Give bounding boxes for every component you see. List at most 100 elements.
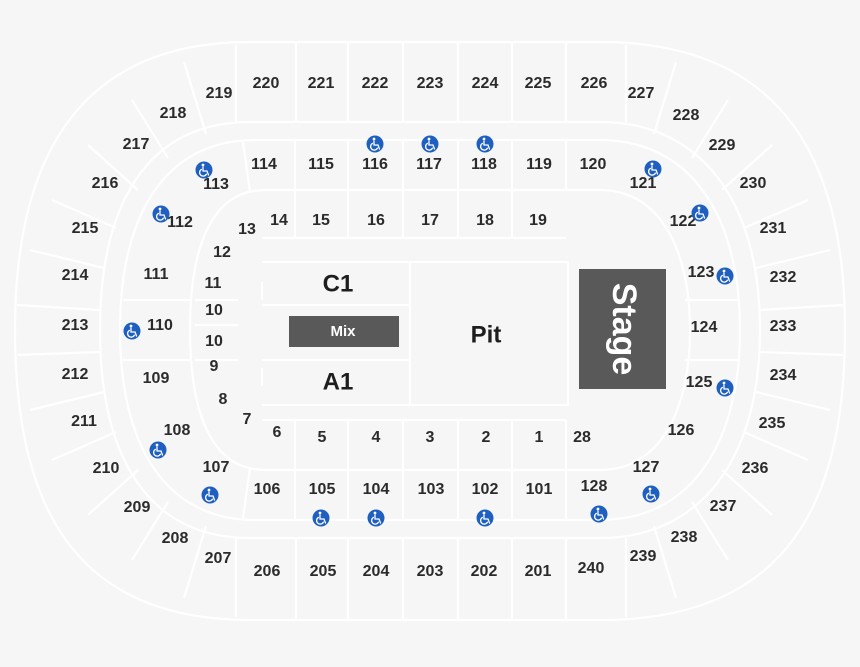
section-upper-230[interactable]: 230 bbox=[740, 175, 767, 192]
section-lower-121[interactable]: 121 bbox=[630, 175, 657, 192]
section-upper-210[interactable]: 210 bbox=[93, 460, 120, 477]
section-upper-209[interactable]: 209 bbox=[124, 499, 151, 516]
section-floor-3[interactable]: 3 bbox=[426, 429, 435, 446]
section-upper-221[interactable]: 221 bbox=[308, 75, 335, 92]
section-upper-211[interactable]: 211 bbox=[71, 413, 97, 430]
section-floor-10[interactable]: 10 bbox=[205, 333, 223, 350]
section-upper-222[interactable]: 222 bbox=[362, 75, 389, 92]
section-lower-110[interactable]: 110 bbox=[147, 317, 173, 334]
section-lower-108[interactable]: 108 bbox=[164, 422, 191, 439]
section-floor-16[interactable]: 16 bbox=[367, 212, 385, 229]
section-lower-107[interactable]: 107 bbox=[203, 459, 230, 476]
section-upper-215[interactable]: 215 bbox=[72, 220, 99, 237]
pit-label[interactable]: Pit bbox=[471, 321, 502, 348]
accessibility-icons bbox=[123, 135, 734, 527]
section-upper-229[interactable]: 229 bbox=[709, 137, 736, 154]
section-lower-111[interactable]: 111 bbox=[144, 266, 169, 283]
section-upper-213[interactable]: 213 bbox=[62, 317, 89, 334]
section-upper-212[interactable]: 212 bbox=[62, 366, 89, 383]
a1-label[interactable]: A1 bbox=[323, 368, 354, 395]
section-upper-234[interactable]: 234 bbox=[770, 367, 797, 384]
section-lower-124[interactable]: 124 bbox=[691, 319, 718, 336]
section-upper-240[interactable]: 240 bbox=[578, 560, 605, 577]
section-floor-12[interactable]: 12 bbox=[213, 244, 231, 261]
section-upper-216[interactable]: 216 bbox=[92, 175, 119, 192]
section-floor-2[interactable]: 2 bbox=[482, 429, 491, 446]
section-floor-14[interactable]: 14 bbox=[270, 212, 288, 229]
wheelchair-icon bbox=[201, 486, 219, 504]
section-lower-117[interactable]: 117 bbox=[416, 156, 442, 173]
section-upper-226[interactable]: 226 bbox=[581, 75, 608, 92]
section-floor-9[interactable]: 9 bbox=[210, 358, 219, 375]
section-upper-224[interactable]: 224 bbox=[472, 75, 499, 92]
section-upper-219[interactable]: 219 bbox=[206, 85, 233, 102]
section-upper-217[interactable]: 217 bbox=[123, 136, 150, 153]
section-lower-105[interactable]: 105 bbox=[309, 481, 336, 498]
section-upper-232[interactable]: 232 bbox=[770, 269, 797, 286]
section-upper-235[interactable]: 235 bbox=[759, 415, 786, 432]
section-upper-220[interactable]: 220 bbox=[253, 75, 280, 92]
section-upper-207[interactable]: 207 bbox=[205, 550, 232, 567]
section-floor-8[interactable]: 8 bbox=[219, 391, 228, 408]
section-upper-223[interactable]: 223 bbox=[417, 75, 444, 92]
section-floor-1[interactable]: 1 bbox=[535, 429, 544, 446]
wheelchair-icon bbox=[716, 267, 734, 285]
section-lower-120[interactable]: 120 bbox=[580, 156, 607, 173]
section-lower-106[interactable]: 106 bbox=[254, 481, 281, 498]
section-upper-236[interactable]: 236 bbox=[742, 460, 769, 477]
section-lower-123[interactable]: 123 bbox=[688, 264, 715, 281]
section-lower-127[interactable]: 127 bbox=[633, 459, 660, 476]
section-upper-238[interactable]: 238 bbox=[671, 529, 698, 546]
section-upper-204[interactable]: 204 bbox=[363, 563, 390, 580]
section-lower-104[interactable]: 104 bbox=[363, 481, 390, 498]
stage[interactable]: Stage bbox=[579, 269, 666, 389]
section-lower-119[interactable]: 119 bbox=[526, 156, 552, 173]
section-lower-109[interactable]: 109 bbox=[143, 370, 170, 387]
section-upper-214[interactable]: 214 bbox=[62, 267, 89, 284]
section-upper-225[interactable]: 225 bbox=[525, 75, 552, 92]
section-upper-239[interactable]: 239 bbox=[630, 548, 657, 565]
section-lower-103[interactable]: 103 bbox=[418, 481, 445, 498]
section-lower-101[interactable]: 101 bbox=[526, 481, 553, 498]
mix-block bbox=[289, 316, 399, 347]
wheelchair-icon bbox=[476, 509, 494, 527]
section-lower-114[interactable]: 114 bbox=[251, 156, 277, 173]
section-floor-18[interactable]: 18 bbox=[476, 212, 494, 229]
section-upper-237[interactable]: 237 bbox=[710, 498, 737, 515]
section-lower-118[interactable]: 118 bbox=[471, 156, 497, 173]
c1-label[interactable]: C1 bbox=[323, 270, 354, 297]
section-floor-11[interactable]: 11 bbox=[205, 275, 222, 292]
section-lower-116[interactable]: 116 bbox=[362, 156, 388, 173]
section-floor-4[interactable]: 4 bbox=[372, 429, 381, 446]
section-upper-208[interactable]: 208 bbox=[162, 530, 189, 547]
section-upper-205[interactable]: 205 bbox=[310, 563, 337, 580]
section-lower-125[interactable]: 125 bbox=[686, 374, 713, 391]
section-upper-201[interactable]: 201 bbox=[525, 563, 552, 580]
section-upper-203[interactable]: 203 bbox=[417, 563, 444, 580]
section-floor-15[interactable]: 15 bbox=[312, 212, 330, 229]
section-lower-122[interactable]: 122 bbox=[670, 213, 697, 230]
section-labels: 2012022032042052062072082092102112122132… bbox=[62, 75, 797, 580]
section-lower-115[interactable]: 115 bbox=[308, 156, 334, 173]
section-lower-112[interactable]: 112 bbox=[167, 214, 193, 231]
section-lower-128[interactable]: 128 bbox=[581, 478, 608, 495]
section-floor-17[interactable]: 17 bbox=[421, 212, 439, 229]
section-upper-218[interactable]: 218 bbox=[160, 105, 187, 122]
section-floor-5[interactable]: 5 bbox=[318, 429, 327, 446]
section-upper-228[interactable]: 228 bbox=[673, 107, 700, 124]
section-floor-19[interactable]: 19 bbox=[529, 212, 547, 229]
section-lower-126[interactable]: 126 bbox=[668, 422, 695, 439]
section-lower-102[interactable]: 102 bbox=[472, 481, 499, 498]
section-upper-231[interactable]: 231 bbox=[760, 220, 787, 237]
section-floor-6[interactable]: 6 bbox=[273, 424, 282, 441]
stage-label: Stage bbox=[605, 283, 643, 376]
section-floor-7[interactable]: 7 bbox=[243, 411, 252, 428]
section-upper-206[interactable]: 206 bbox=[254, 563, 281, 580]
section-floor-28[interactable]: 28 bbox=[573, 429, 591, 446]
section-floor-13[interactable]: 13 bbox=[238, 221, 256, 238]
section-upper-202[interactable]: 202 bbox=[471, 563, 498, 580]
section-upper-227[interactable]: 227 bbox=[628, 85, 655, 102]
section-lower-113[interactable]: 113 bbox=[203, 176, 229, 193]
section-upper-233[interactable]: 233 bbox=[770, 318, 797, 335]
section-floor-10[interactable]: 10 bbox=[205, 302, 223, 319]
